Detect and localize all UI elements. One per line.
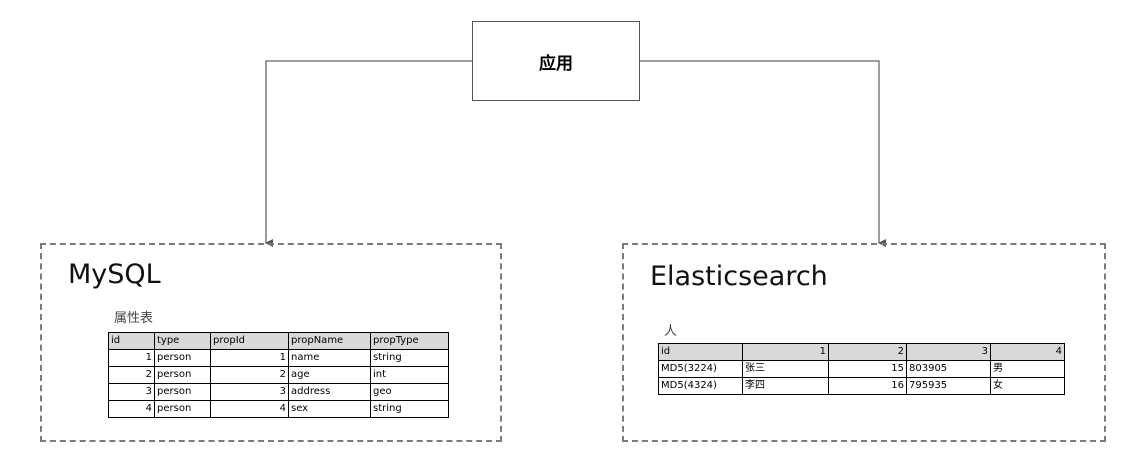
table-cell: 4 [210, 400, 289, 418]
table-row: MD5(4324) 李四 16 795935 女 [658, 377, 1065, 395]
column-header: propId [210, 332, 289, 350]
table-cell: age [288, 366, 371, 384]
table-header-row: id type propId propName propType [108, 332, 449, 350]
table-cell: 803905 [906, 360, 991, 378]
table-cell: 3 [210, 383, 289, 401]
table-cell: name [288, 349, 371, 367]
table-cell: int [370, 366, 449, 384]
table-cell: 795935 [906, 377, 991, 395]
column-header: propType [370, 332, 449, 350]
table-cell: person [154, 349, 211, 367]
table-cell: 1 [108, 349, 155, 367]
table-row: 2 person 2 age int [108, 366, 449, 384]
table-cell: geo [370, 383, 449, 401]
table-row: 3 person 3 address geo [108, 383, 449, 401]
elasticsearch-person-table: id 1 2 3 4 MD5(3224) 张三 15 803905 男 MD5(… [658, 343, 1065, 395]
table-cell: 2 [108, 366, 155, 384]
column-header: 4 [990, 343, 1065, 361]
table-row: 1 person 1 name string [108, 349, 449, 367]
column-header: id [658, 343, 743, 361]
mysql-table-caption: 属性表 [114, 311, 154, 326]
table-cell: string [370, 349, 449, 367]
table-cell: person [154, 383, 211, 401]
column-header: 1 [742, 343, 829, 361]
elasticsearch-title: Elasticsearch [650, 261, 828, 292]
elasticsearch-group: Elasticsearch 人 id 1 2 3 4 MD5(3224) 张三 … [622, 243, 1106, 442]
table-cell: 男 [990, 360, 1065, 378]
column-header: propName [288, 332, 371, 350]
table-cell: string [370, 400, 449, 418]
app-node: 应用 [472, 21, 640, 101]
table-cell: person [154, 400, 211, 418]
table-cell: 2 [210, 366, 289, 384]
arrow-to-elasticsearch [640, 60, 886, 247]
table-cell: address [288, 383, 371, 401]
table-cell: 李四 [742, 377, 829, 395]
column-header: 2 [828, 343, 907, 361]
elasticsearch-table-caption: 人 [664, 324, 678, 339]
table-cell: 1 [210, 349, 289, 367]
table-cell: 4 [108, 400, 155, 418]
mysql-title: MySQL [68, 259, 161, 290]
table-cell: MD5(4324) [658, 377, 743, 395]
app-label: 应用 [539, 53, 573, 74]
column-header: id [108, 332, 155, 350]
table-cell: 16 [828, 377, 907, 395]
table-cell: 女 [990, 377, 1065, 395]
arrow-to-mysql [265, 60, 472, 247]
table-cell: MD5(3224) [658, 360, 743, 378]
table-cell: person [154, 366, 211, 384]
mysql-group: MySQL 属性表 id type propId propName propTy… [40, 243, 502, 442]
mysql-property-table: id type propId propName propType 1 perso… [108, 332, 449, 418]
table-row: 4 person 4 sex string [108, 400, 449, 418]
table-cell: sex [288, 400, 371, 418]
table-cell: 张三 [742, 360, 829, 378]
table-cell: 3 [108, 383, 155, 401]
table-cell: 15 [828, 360, 907, 378]
table-header-row: id 1 2 3 4 [658, 343, 1065, 361]
column-header: type [154, 332, 211, 350]
column-header: 3 [906, 343, 991, 361]
table-row: MD5(3224) 张三 15 803905 男 [658, 360, 1065, 378]
